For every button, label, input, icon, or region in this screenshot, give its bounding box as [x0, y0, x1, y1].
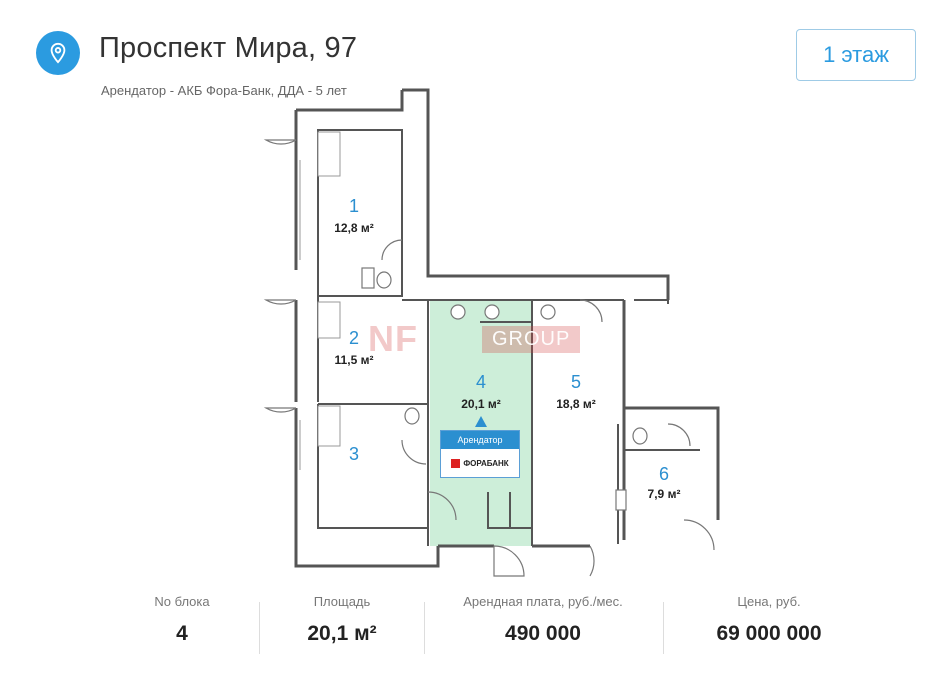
- room-2-number: 2: [349, 328, 359, 348]
- room-4-area: 20,1 м²: [461, 397, 501, 411]
- room-5-number: 5: [571, 372, 581, 392]
- room-6-area: 7,9 м²: [648, 487, 681, 501]
- tenant-logo: ФОРАБАНК: [441, 449, 519, 477]
- tenant-tag-label: Арендатор: [441, 431, 519, 449]
- divider: [663, 602, 664, 654]
- divider: [424, 602, 425, 654]
- watermark-sub: GROUP: [482, 326, 581, 353]
- stat-price: Цена, руб. 69 000 000: [676, 594, 862, 646]
- page-title: Проспект Мира, 97: [99, 32, 358, 64]
- stat-rent: Арендная плата, руб./мес. 490 000: [430, 594, 656, 646]
- location-pin-icon: [36, 31, 80, 75]
- watermark-logo: NF: [368, 318, 418, 359]
- room-2-area: 11,5 м²: [335, 353, 374, 367]
- room-3-number: 3: [349, 444, 359, 464]
- room-1-number: 1: [349, 196, 359, 216]
- room-1-area: 12,8 м²: [334, 221, 374, 235]
- stat-value: 490 000: [505, 622, 581, 645]
- stat-value: 69 000 000: [716, 622, 822, 645]
- tenant-tag: Арендатор ФОРАБАНК: [440, 430, 520, 478]
- floor-button[interactable]: 1 этаж: [796, 29, 916, 81]
- stat-value: 4: [176, 622, 188, 645]
- header: Проспект Мира, 97 Арендатор - АКБ Фора-Б…: [0, 0, 948, 110]
- bank-logo-icon: [451, 458, 461, 468]
- stat-area: Площадь 20,1 м²: [272, 594, 412, 646]
- stat-label: Площадь: [313, 594, 371, 609]
- room-6-number: 6: [659, 464, 669, 484]
- tenant-logo-text: ФОРАБАНК: [463, 458, 509, 468]
- plan-walls: [294, 88, 720, 568]
- room-4-number[interactable]: 4: [476, 372, 486, 392]
- page-subtitle: Арендатор - АКБ Фора-Банк, ДДА - 5 лет: [101, 83, 347, 98]
- stat-label: No блока: [154, 594, 210, 609]
- door-swings: [263, 139, 715, 577]
- divider: [259, 602, 260, 654]
- stat-value: 20,1 м²: [307, 622, 377, 645]
- floor-plan: 1 12,8 м² 2 11,5 м² 3 4 20,1 м² 5 18,8 м…: [263, 88, 720, 577]
- stat-label: Цена, руб.: [737, 594, 801, 609]
- toilets: [361, 267, 648, 511]
- stat-label: Арендная плата, руб./мес.: [463, 594, 623, 609]
- stat-block-number: No блока 4: [112, 594, 252, 646]
- block-stats: No блока 4 Площадь 20,1 м² Арендная плат…: [0, 594, 948, 664]
- room-4-marker-icon: [475, 416, 487, 427]
- room-5-area: 18,8 м²: [556, 397, 596, 411]
